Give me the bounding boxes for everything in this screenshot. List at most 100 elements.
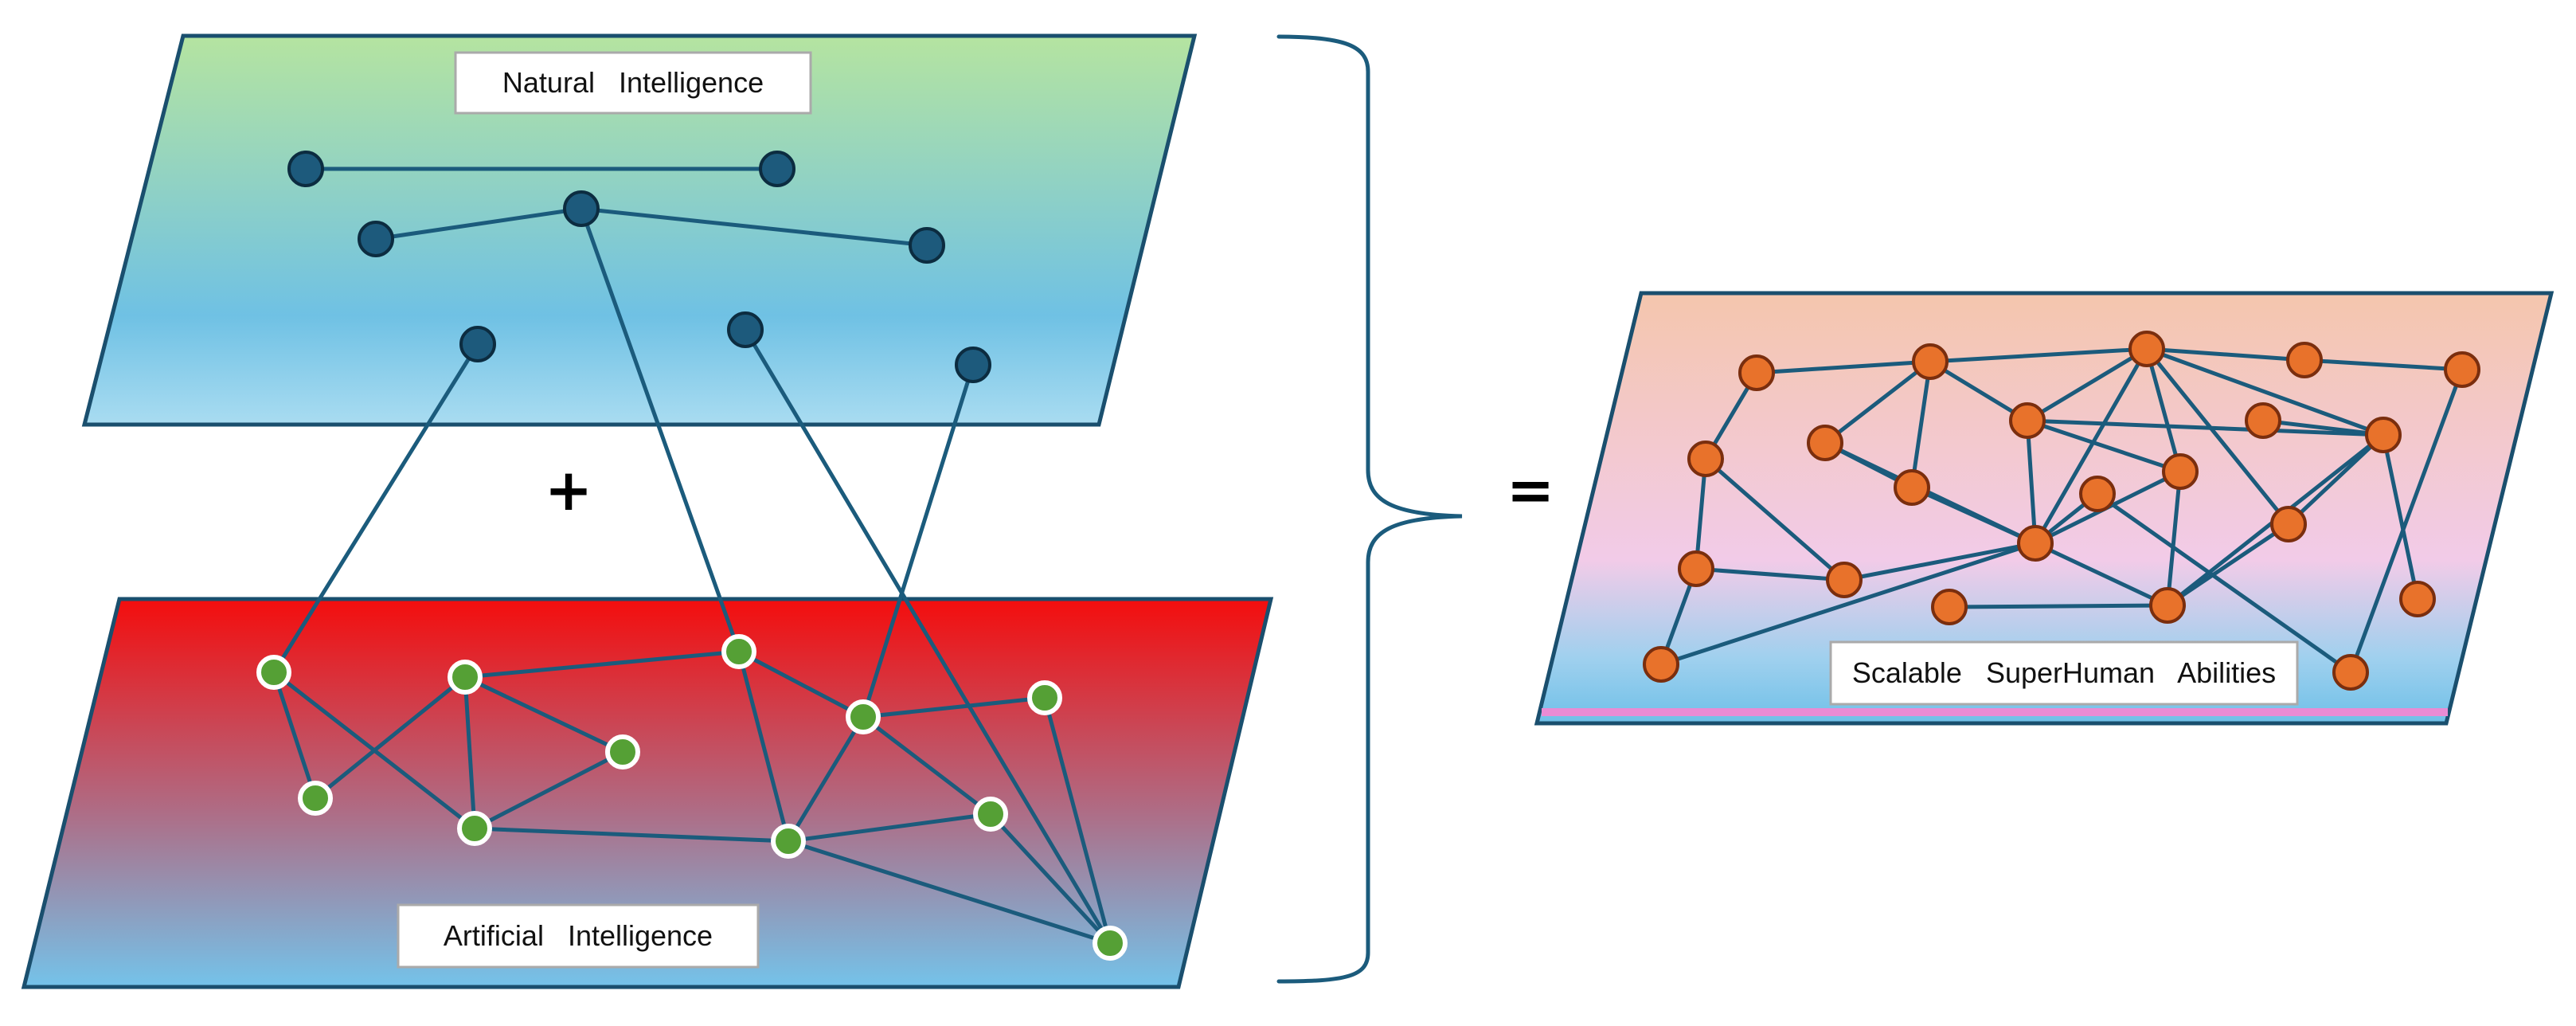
natural-node [955, 347, 991, 383]
edge-r16-r17 [1694, 566, 1847, 582]
ai-node [448, 660, 483, 695]
natural-intelligence-plane [81, 33, 1198, 427]
equals-operator: = [1507, 456, 1554, 523]
superhuman-node [2286, 342, 2323, 378]
superhuman-node [2149, 587, 2186, 624]
edge-r10-r20 [2381, 433, 2420, 601]
edge-n3-a3 [579, 206, 741, 654]
superhuman-node [2245, 402, 2281, 439]
superhuman-node [1643, 646, 1679, 683]
natural-node [563, 190, 600, 227]
edge-r17-r15 [1842, 541, 2038, 582]
edge-a2-a3 [463, 649, 741, 679]
ai-node [771, 824, 806, 859]
superhuman-node [2399, 581, 2436, 617]
edge-r13-r22 [2095, 491, 2353, 675]
ai-node [605, 734, 640, 770]
plus-operator: + [545, 456, 592, 523]
edge-a5-a10 [861, 715, 993, 816]
edge-r1-r2 [1754, 359, 1933, 375]
edge-a2-a8 [463, 675, 477, 831]
edge-r3-r10 [2144, 347, 2386, 437]
edge-a9-a11 [786, 839, 1112, 946]
superhuman-node [1826, 562, 1863, 598]
superhuman-node [1894, 469, 1930, 506]
ai-node [256, 655, 291, 690]
edge-a5-a6 [861, 695, 1047, 719]
edge-n3-n4 [373, 206, 584, 241]
edge-a3-a9 [737, 649, 791, 844]
superhuman-node [1687, 441, 1724, 477]
edge-n8-a5 [861, 362, 975, 719]
edge-r12-r15 [1910, 485, 2038, 546]
natural-node [459, 326, 496, 362]
edge-r5-r22 [2348, 367, 2465, 675]
edge-r2-r6 [1928, 359, 2030, 423]
superhuman-node [2332, 654, 2369, 691]
natural-node [358, 221, 394, 257]
edge-a9-a10 [786, 812, 993, 844]
superhuman-node [1807, 425, 1843, 461]
superhuman-node [2444, 351, 2480, 388]
edge-n3-n5 [579, 206, 929, 248]
edge-r6-r15 [2025, 418, 2038, 546]
edge-r3-r15 [2033, 347, 2149, 546]
superhuman-node [1912, 343, 1949, 380]
edge-n6-a1 [272, 342, 480, 675]
edge-r8-r16 [1694, 456, 1708, 571]
superhuman-node [2079, 476, 2116, 512]
edge-r3-r6 [2025, 347, 2149, 423]
superhuman-node [1678, 550, 1714, 587]
natural-intelligence-label: Natural Intelligence [502, 66, 764, 99]
edge-r4-r5 [2302, 358, 2465, 372]
edge-n7-a11 [743, 327, 1112, 946]
ai-node [973, 797, 1008, 832]
superhuman-node [1931, 589, 1968, 625]
superhuman-abilities-label: Scalable SuperHuman Abilities [1852, 656, 2276, 689]
edge-r14-r10 [2286, 433, 2386, 527]
edge-r2-r9 [1823, 359, 1933, 445]
natural-node [759, 151, 795, 187]
edge-r21-r15 [1659, 541, 2038, 667]
ai-node [298, 781, 333, 816]
superhuman-node [2365, 417, 2402, 453]
ai-node [1027, 680, 1062, 715]
edge-r15-r19 [2033, 541, 2170, 608]
superhuman-node [2017, 525, 2054, 562]
edge-r2-r12 [1910, 359, 1933, 490]
edge-r11-r19 [2165, 469, 2183, 608]
edge-a1-a7 [272, 670, 318, 801]
grouping-brace [1276, 34, 1463, 984]
edge-a2-a4 [463, 675, 625, 754]
ai-node [721, 634, 756, 669]
edge-r3-r11 [2144, 347, 2183, 474]
edge-r7-r10 [2261, 418, 2386, 437]
ai-node [1093, 926, 1128, 961]
superhuman-node [2270, 506, 2307, 542]
edge-a8-a9 [472, 826, 791, 844]
edge-r18-r19 [1947, 603, 2170, 609]
superhuman-node [1738, 354, 1775, 391]
artificial-intelligence-label-box: Artificial Intelligence [397, 903, 760, 969]
edge-a2-a7 [313, 675, 467, 801]
edge-r6-r10 [2025, 418, 2386, 437]
natural-node [909, 227, 945, 264]
edge-a6-a11 [1042, 695, 1112, 946]
natural-intelligence-label-box: Natural Intelligence [454, 51, 812, 115]
edge-r8-r17 [1703, 456, 1847, 582]
edge-a10-a11 [988, 812, 1112, 946]
ai-node [846, 699, 881, 734]
edge-r3-r4 [2144, 347, 2307, 362]
superhuman-abilities-label-box: Scalable SuperHuman Abilities [1829, 640, 2299, 706]
superhuman-abilities-plane [1534, 291, 2555, 726]
superhuman-node [2009, 402, 2046, 439]
edge-a8-a4 [472, 750, 625, 831]
superhuman-node [2162, 453, 2199, 490]
edge-r2-r3 [1928, 347, 2149, 364]
edge-a3-a5 [737, 649, 866, 719]
edge-r3-r14 [2144, 347, 2291, 527]
superhuman-node [2128, 331, 2165, 367]
edge-r6-r11 [2025, 418, 2183, 474]
artificial-intelligence-plane [21, 597, 1274, 989]
